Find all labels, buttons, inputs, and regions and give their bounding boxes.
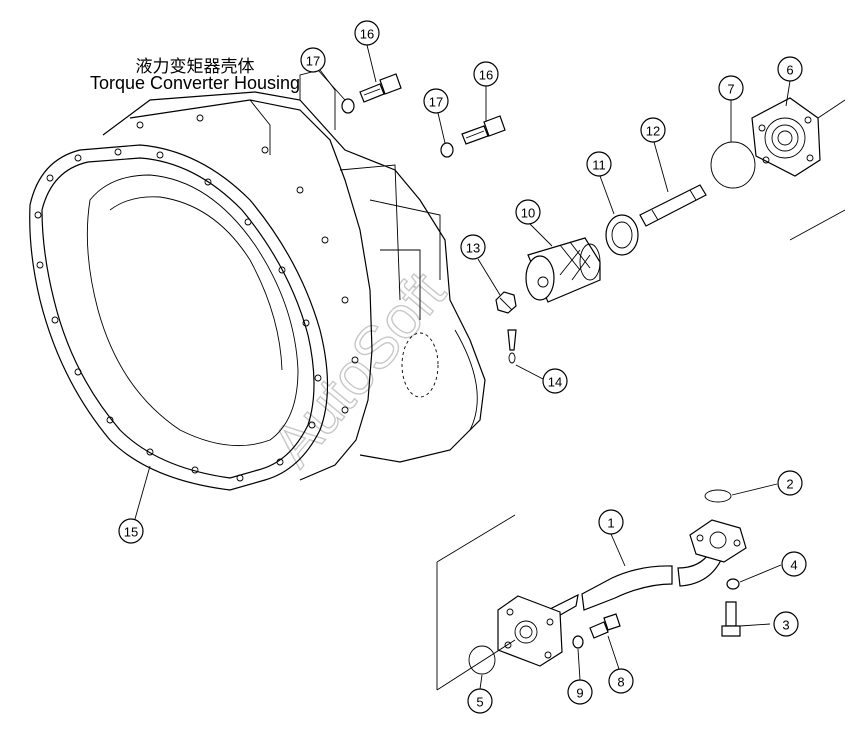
svg-text:17: 17 [306,54,320,69]
leader-lines [134,44,791,690]
svg-text:3: 3 [782,618,789,633]
callout-12: 12 [640,117,666,143]
svg-text:16: 16 [479,68,493,83]
svg-text:11: 11 [592,158,606,173]
callout-16-lower: 16 [473,61,499,87]
svg-text:17: 17 [429,95,443,110]
callout-16-upper: 16 [354,20,380,46]
callout-10: 10 [515,199,541,225]
svg-text:9: 9 [576,686,583,701]
callout-3: 3 [773,611,799,637]
cut-line-bottom [436,639,516,691]
svg-text:8: 8 [617,675,624,690]
callout-5: 5 [467,688,493,714]
seal-11 [605,214,639,256]
callout-17-lower: 17 [423,88,449,114]
callout-2: 2 [777,470,803,496]
svg-text:6: 6 [786,63,793,78]
svg-text:10: 10 [521,206,535,221]
svg-text:15: 15 [124,525,138,540]
callout-15: 15 [118,518,144,544]
title-english: Torque Converter Housing [89,73,301,93]
svg-text:7: 7 [727,82,734,97]
svg-text:16: 16 [360,27,374,42]
svg-text:13: 13 [466,241,480,256]
callout-4: 4 [781,551,807,577]
o-ring-5 [468,645,496,675]
filter-cover-6 [751,97,846,241]
svg-text:2: 2 [786,477,793,492]
cut-line-top [436,514,516,563]
washer-17-upper [341,98,355,114]
callout-1: 1 [598,509,624,535]
fitting-14 [507,329,517,364]
callout-7: 7 [718,75,744,101]
callout-17-upper: 17 [300,47,326,73]
bolt-16-lower [461,115,506,145]
svg-text:5: 5 [476,695,483,710]
washer-4 [726,578,740,590]
callout-9: 9 [567,679,593,705]
bolt-8 [589,613,621,639]
plug-13 [495,291,517,314]
oil-pipe-1 [547,519,747,624]
flange-plate [497,595,563,667]
svg-text:14: 14 [548,375,562,390]
o-ring-7 [710,141,756,189]
callout-8: 8 [608,668,634,694]
svg-text:1: 1 [607,516,614,531]
washer-17-lower [440,142,454,158]
svg-text:4: 4 [790,558,797,573]
callout-6: 6 [777,56,803,82]
svg-text:12: 12 [646,124,660,139]
converter-housing [29,69,486,491]
strainer-10 [525,237,601,303]
bolt-16-upper [359,73,402,103]
callout-11: 11 [586,151,612,177]
washer-9 [572,635,584,649]
title-chinese: 液力变矩器壳体 [135,57,255,77]
callout-13: 13 [460,234,486,260]
bolt-3 [721,601,741,637]
callout-14: 14 [542,368,568,394]
o-ring-2 [704,489,732,503]
rod-12 [639,184,707,227]
